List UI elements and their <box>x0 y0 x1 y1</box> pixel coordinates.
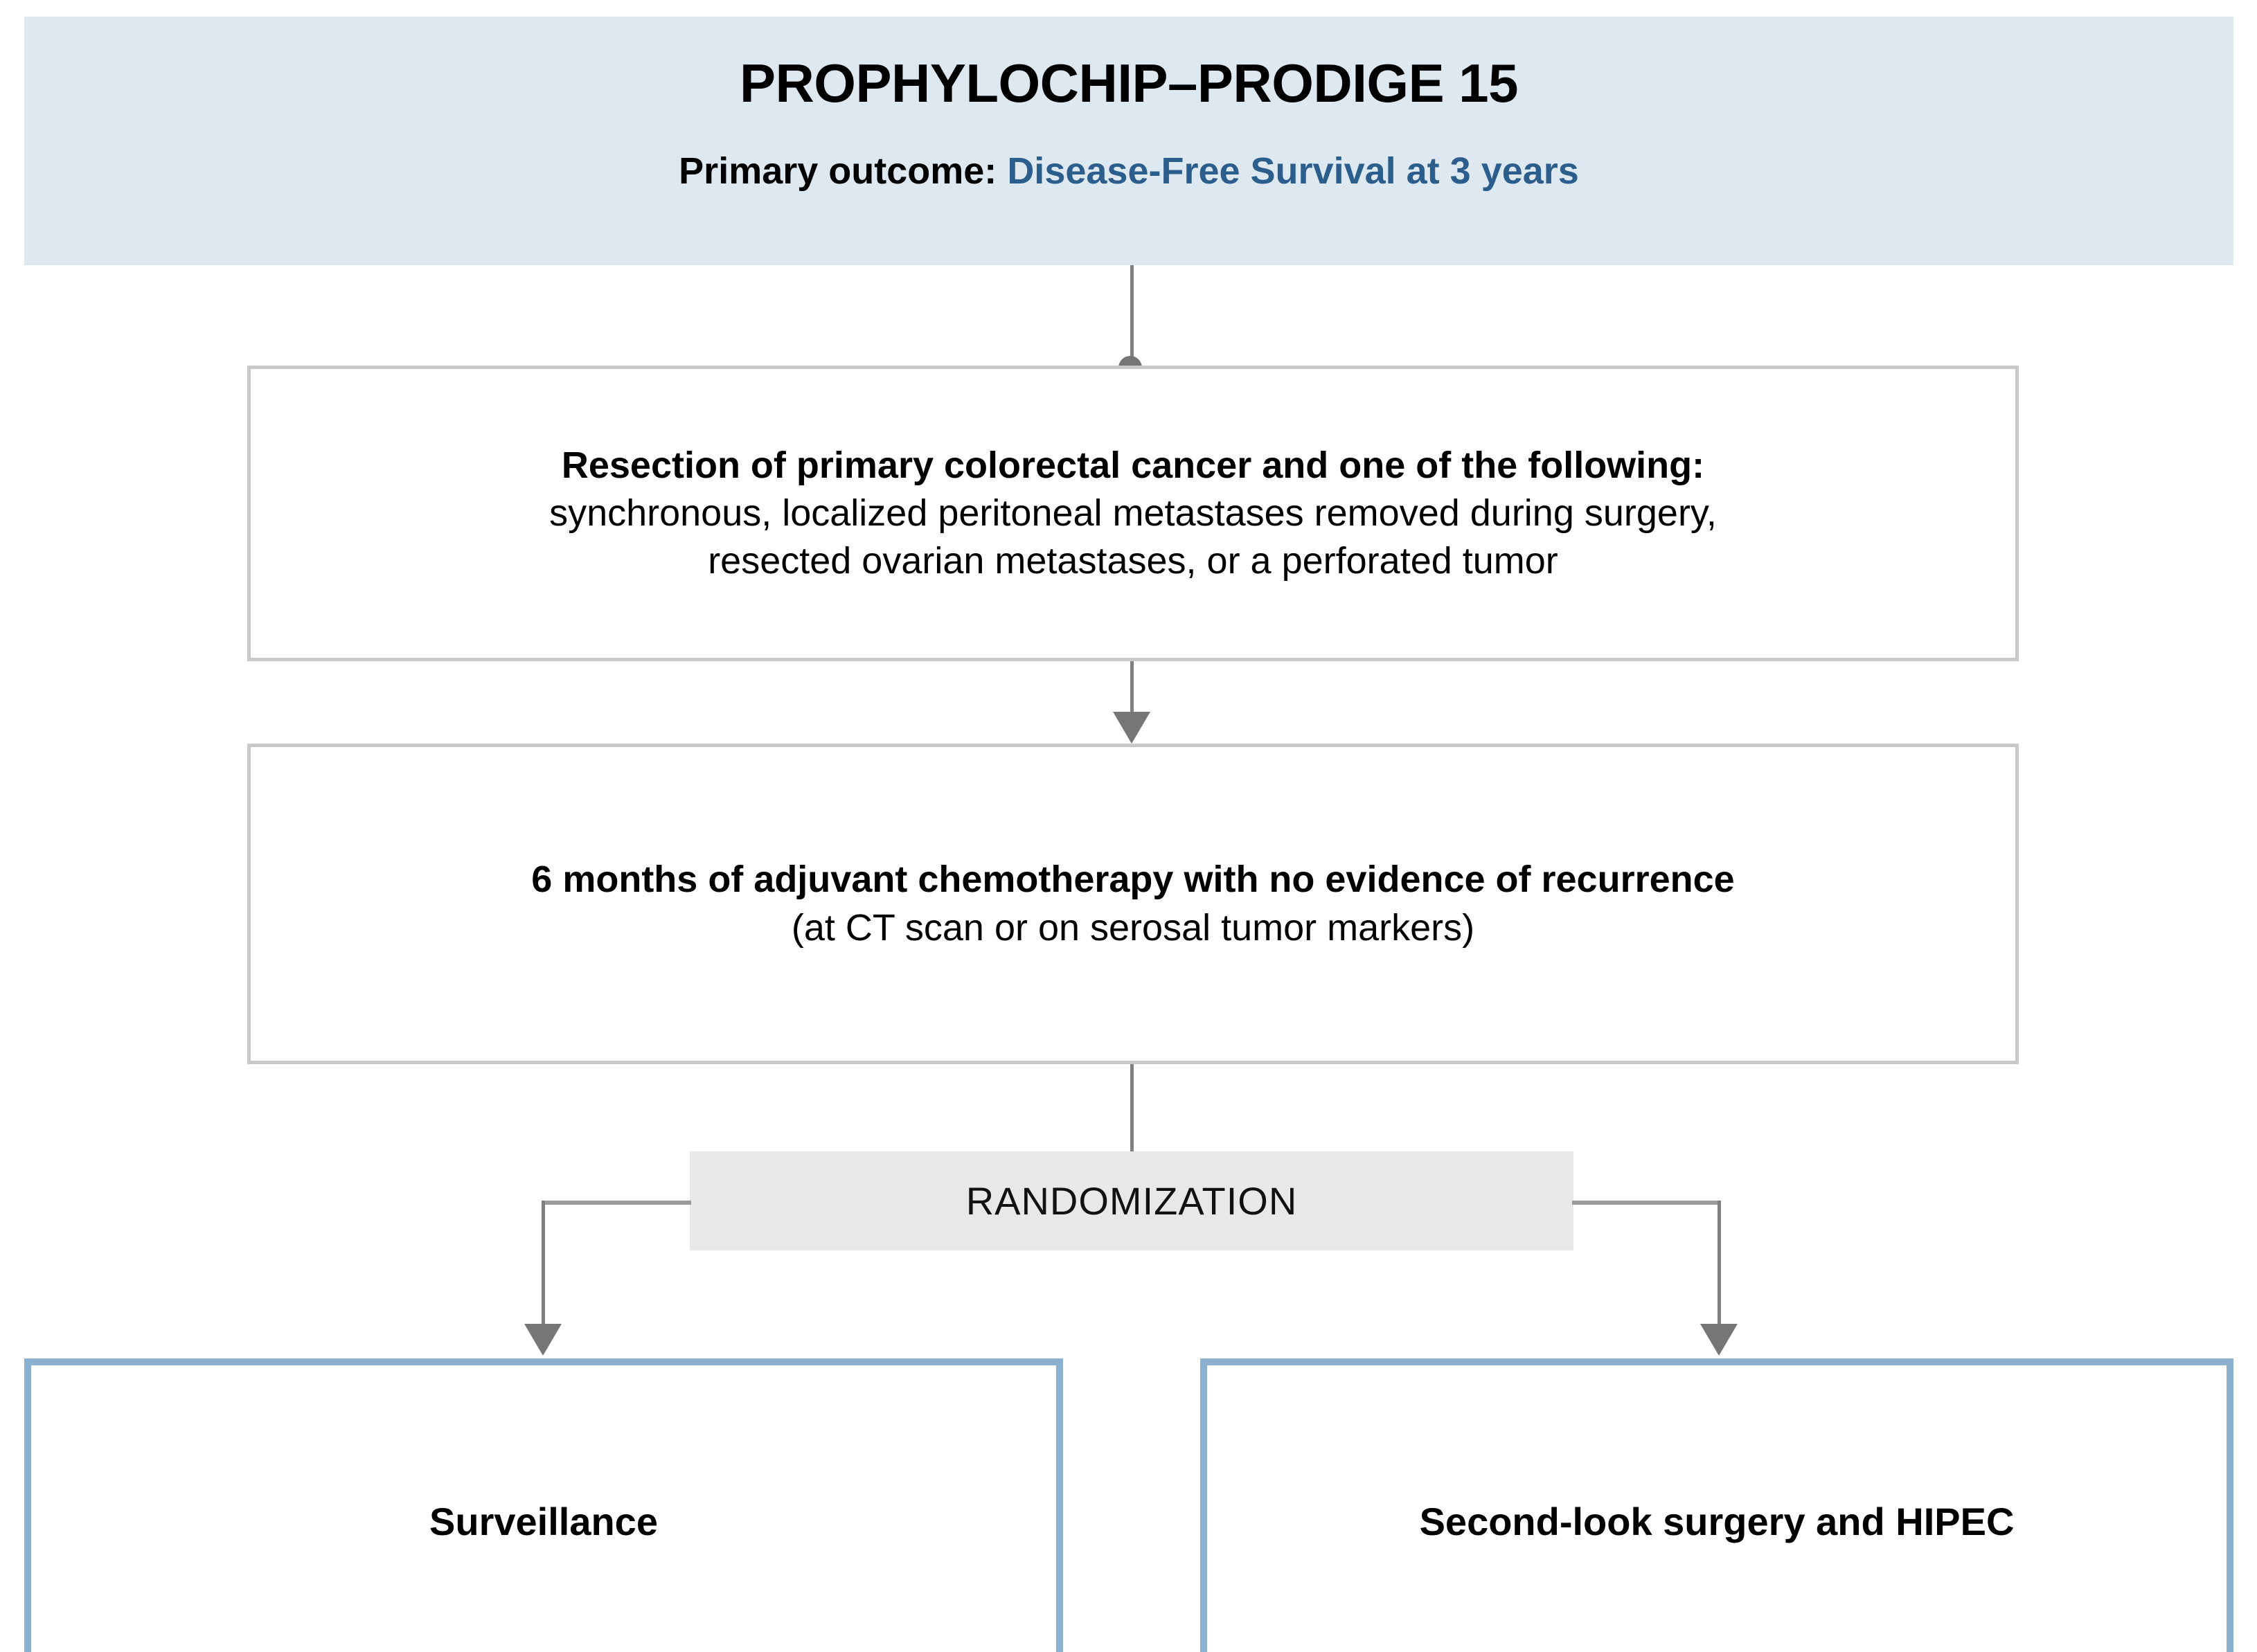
arrowhead-left-branch-icon <box>524 1324 562 1356</box>
eligibility-box: Resection of primary colorectal cancer a… <box>247 366 2019 661</box>
branch-line-left-horizontal <box>542 1201 691 1205</box>
study-header-band: PROPHYLOCHIP–PRODIGE 15 Primary outcome:… <box>24 17 2233 265</box>
arm-box-second-look: Second-look surgery and HIPEC <box>1200 1358 2233 1652</box>
arm-box-surveillance: Surveillance <box>24 1358 1063 1652</box>
randomization-box: RANDOMIZATION <box>690 1151 1573 1250</box>
chemotherapy-text: 6 months of adjuvant chemotherapy with n… <box>503 856 1762 951</box>
arrowhead-right-branch-icon <box>1700 1324 1738 1356</box>
connector-eligibility-to-chemo <box>1130 661 1134 728</box>
connector-chemo-to-randomization <box>1130 1064 1134 1153</box>
arm-label-second-look: Second-look surgery and HIPEC <box>1419 1499 2015 1543</box>
eligibility-line-2: synchronous, localized peritoneal metast… <box>549 492 1717 534</box>
branch-line-right-horizontal <box>1572 1201 1721 1205</box>
chemotherapy-line-2: (at CT scan or on serosal tumor markers) <box>791 906 1475 949</box>
arrowhead-eligibility-to-chemo-icon <box>1113 712 1150 744</box>
primary-outcome-value: Disease-Free Survival at 3 years <box>1007 150 1579 192</box>
randomization-label: RANDOMIZATION <box>965 1179 1298 1223</box>
page-title: PROPHYLOCHIP–PRODIGE 15 <box>739 53 1519 114</box>
eligibility-line-1: Resection of primary colorectal cancer a… <box>561 444 1705 486</box>
eligibility-text: Resection of primary colorectal cancer a… <box>521 442 1745 585</box>
arm-label-surveillance: Surveillance <box>429 1499 658 1543</box>
primary-outcome-line: Primary outcome: Disease-Free Survival a… <box>679 150 1579 192</box>
chemotherapy-line-1: 6 months of adjuvant chemotherapy with n… <box>531 859 1735 901</box>
branch-line-right-vertical <box>1718 1201 1721 1329</box>
eligibility-line-3: resected ovarian metastases, or a perfor… <box>708 540 1558 582</box>
primary-outcome-label: Primary outcome: <box>679 150 997 192</box>
branch-line-left-vertical <box>542 1201 545 1329</box>
connector-header-to-eligibility <box>1130 265 1134 369</box>
chemotherapy-box: 6 months of adjuvant chemotherapy with n… <box>247 744 2019 1064</box>
